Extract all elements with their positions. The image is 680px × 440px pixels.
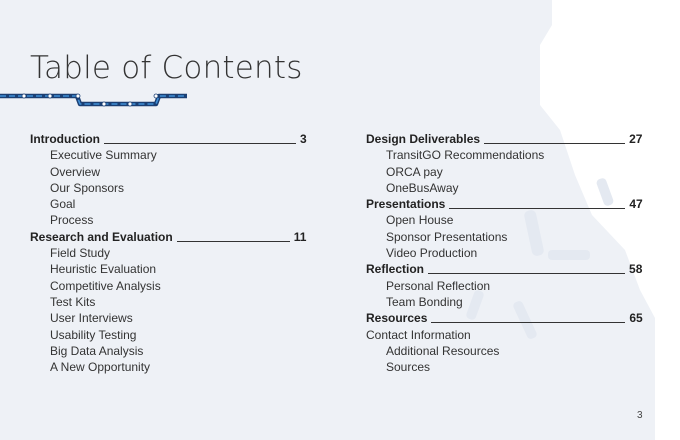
toc-entry-label: Our Sponsors (50, 180, 125, 195)
toc-entry-label: A New Opportunity (50, 360, 151, 375)
toc-entry-label: Presentations (366, 197, 446, 212)
toc-entry-label: Reflection (366, 262, 425, 277)
toc-leader-line (103, 143, 296, 144)
toc-page-number: 65 (629, 311, 643, 326)
toc-entry-label: Heuristic Evaluation (50, 262, 157, 277)
toc-leader-line (449, 208, 626, 210)
toc-entry-design-deliverables[interactable]: Design Deliverables 27 (366, 131, 646, 147)
toc-entry-research-and-evaluation[interactable]: Research and Evaluation 11 (30, 229, 310, 245)
route-stop-icon (21, 93, 27, 99)
toc-entry-heuristic-evaluation[interactable]: Heuristic Evaluation (30, 261, 310, 277)
page-title: Table of Contents (30, 50, 303, 86)
toc-entry-overview[interactable]: Overview (30, 164, 310, 180)
toc-entry-label: OneBusAway (386, 180, 459, 195)
toc-entry-label: Additional Resources (386, 343, 500, 358)
toc-entry-label: Big Data Analysis (50, 343, 144, 358)
toc-entry-label: Sources (386, 360, 431, 375)
toc-entry-label: User Interviews (50, 311, 133, 326)
toc-entry-executive-summary[interactable]: Executive Summary (30, 147, 310, 163)
toc-entry-sponsor-presentations[interactable]: Sponsor Presentations (366, 229, 646, 245)
toc-entry-label: Process (50, 213, 94, 228)
route-stop-icon (47, 93, 53, 99)
background-shape (0, 0, 655, 440)
toc-entry-test-kits[interactable]: Test Kits (30, 294, 310, 310)
toc-leader-line (176, 240, 290, 242)
toc-entry-label: Sponsor Presentations (386, 229, 508, 244)
toc-entry-sources[interactable]: Sources (366, 359, 646, 375)
toc-entry-orca-pay[interactable]: ORCA pay (366, 164, 646, 180)
toc-entry-label: Executive Summary (50, 148, 157, 163)
toc-page-number: 58 (629, 262, 643, 277)
toc-entry-label: ORCA pay (386, 164, 443, 179)
toc-entry-process[interactable]: Process (30, 212, 310, 228)
toc-entry-label: Video Production (386, 246, 478, 261)
toc-entry-label: Field Study (50, 246, 111, 261)
toc-entry-contact-information[interactable]: Contact Information (366, 327, 646, 343)
toc-entry-label: Research and Evaluation (30, 229, 173, 244)
toc-leader-line (484, 143, 626, 144)
toc-entry-label: Competitive Analysis (50, 278, 161, 293)
toc-entry-label: Personal Reflection (386, 278, 491, 293)
toc-entry-label: TransitGO Recommendations (386, 148, 545, 163)
toc-entry-usability-testing[interactable]: Usability Testing (30, 327, 310, 343)
toc-entry-video-production[interactable]: Video Production (366, 245, 646, 261)
toc-entry-label: Introduction (30, 132, 100, 146)
toc-entry-label: Test Kits (50, 294, 96, 309)
toc-entry-label: Design Deliverables (366, 132, 481, 146)
toc-entry-goal[interactable]: Goal (30, 196, 310, 212)
toc-entry-open-house[interactable]: Open House (366, 212, 646, 228)
toc-entry-label: Team Bonding (386, 294, 463, 309)
toc-leader-line (431, 322, 626, 324)
transit-route-line-icon (0, 93, 187, 107)
watermark-figure-icon (466, 178, 614, 339)
toc-entry-reflection[interactable]: Reflection 58 (366, 261, 646, 277)
toc-entry-a-new-opportunity[interactable]: A New Opportunity (30, 359, 310, 375)
toc-entry-competitive-analysis[interactable]: Competitive Analysis (30, 278, 310, 294)
route-stop-icon (75, 93, 81, 99)
toc-entry-additional-resources[interactable]: Additional Resources (366, 343, 646, 359)
toc-entry-personal-reflection[interactable]: Personal Reflection (366, 278, 646, 294)
route-stop-icon (101, 101, 107, 107)
toc-entry-big-data-analysis[interactable]: Big Data Analysis (30, 343, 310, 359)
toc-entry-transitgo-recommendations[interactable]: TransitGO Recommendations (366, 147, 646, 163)
toc-entry-introduction[interactable]: Introduction 3 (30, 131, 310, 147)
toc-leader-line (428, 273, 626, 275)
toc-page-number: 3 (299, 132, 307, 146)
toc-entry-field-study[interactable]: Field Study (30, 245, 310, 261)
toc-entry-user-interviews[interactable]: User Interviews (30, 310, 310, 326)
toc-entry-label: Resources (366, 311, 428, 326)
route-stop-icon (153, 93, 159, 99)
toc-entry-label: Contact Information (366, 327, 471, 342)
toc-page-number: 11 (293, 229, 307, 244)
toc-entry-our-sponsors[interactable]: Our Sponsors (30, 180, 310, 196)
toc-entry-label: Overview (50, 164, 101, 179)
route-stop-icon (127, 101, 133, 107)
toc-entry-team-bonding[interactable]: Team Bonding (366, 294, 646, 310)
toc-entry-label: Usability Testing (50, 327, 137, 342)
toc-page-number: 27 (629, 132, 643, 146)
toc-entry-label: Open House (386, 213, 454, 228)
toc-entry-presentations[interactable]: Presentations 47 (366, 196, 646, 212)
toc-page-number: 47 (629, 197, 643, 212)
toc-entry-resources[interactable]: Resources 65 (366, 310, 646, 326)
toc-entry-label: Goal (50, 197, 76, 212)
page-number: 3 (637, 410, 643, 421)
toc-entry-onebusaway[interactable]: OneBusAway (366, 180, 646, 196)
